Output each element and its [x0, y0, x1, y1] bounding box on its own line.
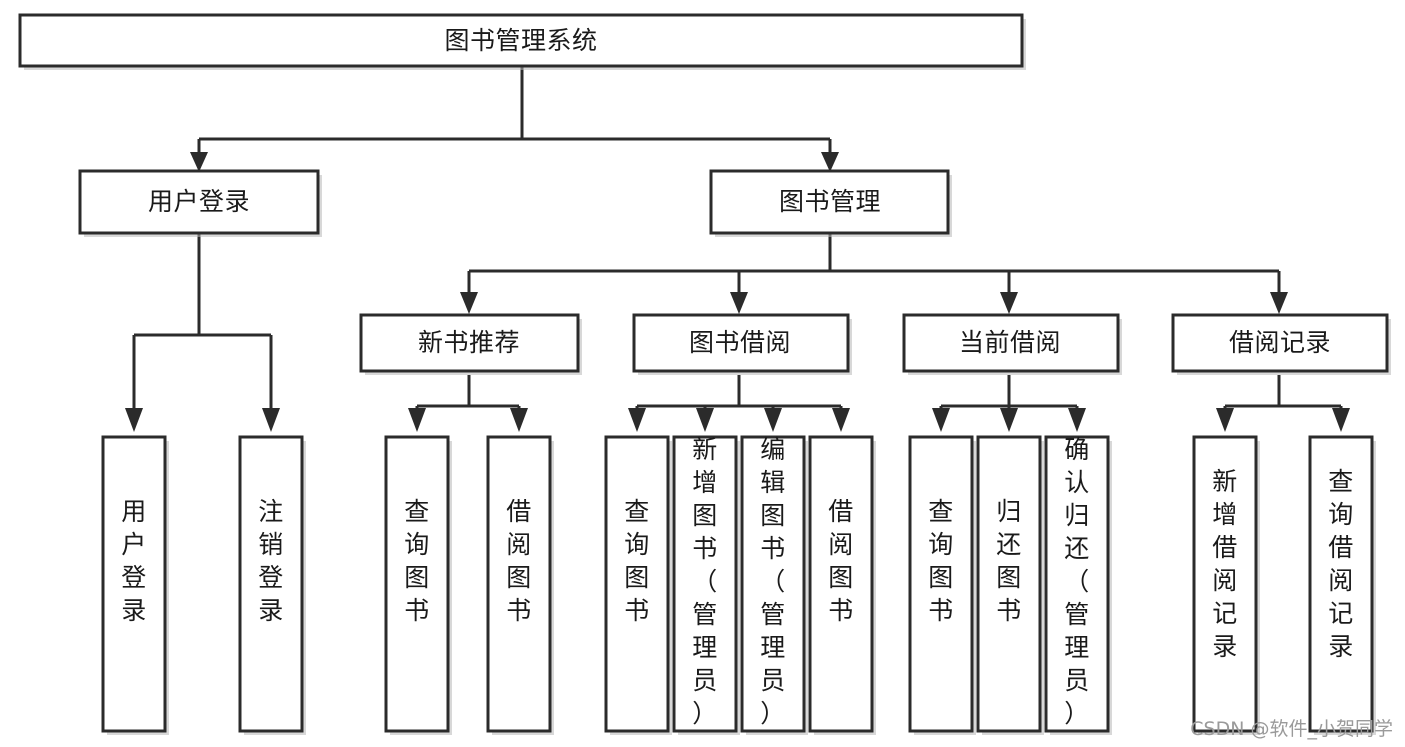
node-leaf-query-record-box[interactable]	[1308, 435, 1374, 733]
node-leaf-confirm-return[interactable]: 确认归还（管理员）	[1044, 435, 1112, 735]
node-current-borrow-box[interactable]	[902, 313, 1120, 373]
node-new-book-recommend-box[interactable]	[359, 313, 580, 373]
node-current-borrow[interactable]: 当前借阅	[902, 313, 1122, 375]
connector-group-book-borrow	[628, 375, 850, 432]
node-leaf-query-book-3[interactable]: 查询图书	[908, 435, 976, 735]
connector-group-book-mgmt	[460, 233, 1288, 314]
node-current-borrow-label: 当前借阅	[959, 328, 1061, 357]
arrow-head-leaf-borrow-book-2	[832, 408, 850, 432]
arrow-head-leaf-confirm-return	[1068, 408, 1086, 432]
node-leaf-borrow-book-1[interactable]: 借阅图书	[486, 435, 554, 735]
node-leaf-query-record[interactable]: 查询借阅记录	[1308, 435, 1376, 735]
node-leaf-confirm-return-label: 确认归还（管理员）	[1064, 435, 1090, 728]
node-leaf-logout-login-box[interactable]	[238, 435, 304, 733]
node-leaf-edit-book-label: 编辑图书（管理员）	[760, 435, 786, 728]
arrow-head-borrow-record	[1270, 292, 1288, 314]
arrow-head-leaf-query-record	[1332, 408, 1350, 432]
node-leaf-query-book-1-label: 查询图书	[404, 497, 430, 625]
node-leaf-logout-login[interactable]: 注销登录	[238, 435, 306, 735]
node-leaf-query-book-3-label: 查询图书	[928, 497, 954, 625]
node-leaf-borrow-book-1-label: 借阅图书	[506, 497, 532, 625]
node-leaf-return-book-label: 归还图书	[996, 497, 1022, 625]
arrow-head-book-mgmt	[821, 152, 839, 172]
node-user-login-box[interactable]	[78, 169, 320, 235]
csdn-watermark: CSDN @软件_小贺同学	[1190, 718, 1393, 740]
node-root-box[interactable]	[18, 13, 1024, 68]
arrow-head-leaf-query-book-3	[932, 408, 950, 432]
node-new-book-recommend-label: 新书推荐	[418, 328, 520, 357]
arrow-head-leaf-add-book	[696, 408, 714, 432]
node-book-borrow-box[interactable]	[632, 313, 850, 373]
node-leaf-add-book[interactable]: 新增图书（管理员）	[672, 435, 740, 735]
node-root[interactable]: 图书管理系统	[18, 13, 1026, 70]
node-book-management[interactable]: 图书管理	[709, 169, 952, 237]
arrow-head-new-book-recommend	[460, 292, 478, 314]
node-book-borrow[interactable]: 图书借阅	[632, 313, 852, 375]
node-leaf-edit-book-box[interactable]	[740, 435, 806, 733]
node-leaf-edit-book[interactable]: 编辑图书（管理员）	[740, 435, 808, 735]
node-leaf-borrow-book-2-box[interactable]	[808, 435, 874, 733]
node-leaf-add-record[interactable]: 新增借阅记录	[1192, 435, 1260, 735]
connector-group-root	[190, 66, 839, 172]
node-leaf-return-book-box[interactable]	[976, 435, 1042, 733]
node-leaf-add-record-label: 新增借阅记录	[1212, 467, 1238, 661]
node-leaf-borrow-book-2-label: 借阅图书	[828, 497, 854, 625]
node-leaf-query-book-3-box[interactable]	[908, 435, 974, 733]
node-leaf-user-login-label: 用户登录	[121, 497, 147, 625]
node-leaf-query-book-2-label: 查询图书	[624, 497, 650, 625]
node-leaf-query-record-label: 查询借阅记录	[1328, 467, 1354, 661]
connector-group-user-login	[125, 233, 280, 432]
node-leaf-query-book-1[interactable]: 查询图书	[384, 435, 452, 735]
node-book-management-box[interactable]	[709, 169, 950, 235]
node-leaf-return-book[interactable]: 归还图书	[976, 435, 1044, 735]
arrow-head-current-borrow	[1000, 292, 1018, 314]
node-user-login[interactable]: 用户登录	[78, 169, 322, 237]
node-leaf-logout-login-label: 注销登录	[258, 497, 284, 625]
node-leaf-borrow-book-2[interactable]: 借阅图书	[808, 435, 876, 735]
arrow-head-leaf-user-login	[125, 408, 143, 432]
arrow-head-leaf-query-book-1	[408, 408, 426, 432]
arrow-head-leaf-query-book-2	[628, 408, 646, 432]
node-borrow-record-box[interactable]	[1171, 313, 1389, 373]
node-root-label: 图书管理系统	[444, 26, 597, 55]
arrow-head-leaf-edit-book	[764, 408, 782, 432]
node-leaf-query-book-1-box[interactable]	[384, 435, 450, 733]
node-leaf-user-login[interactable]: 用户登录	[101, 435, 169, 735]
node-user-login-label: 用户登录	[148, 187, 250, 216]
node-leaf-add-book-label: 新增图书（管理员）	[692, 435, 718, 728]
node-new-book-recommend[interactable]: 新书推荐	[359, 313, 582, 375]
node-book-management-label: 图书管理	[779, 187, 881, 216]
node-borrow-record-label: 借阅记录	[1229, 328, 1331, 357]
node-leaf-borrow-book-1-box[interactable]	[486, 435, 552, 733]
arrow-head-leaf-return-book	[1000, 408, 1018, 432]
connector-group-borrow-record	[1216, 375, 1350, 432]
node-book-borrow-label: 图书借阅	[689, 328, 791, 357]
node-leaf-confirm-return-box[interactable]	[1044, 435, 1110, 733]
arrow-head-leaf-logout	[262, 408, 280, 432]
arrow-head-leaf-borrow-book-1	[510, 408, 528, 432]
connector-group-current-borrow	[932, 375, 1086, 432]
arrow-head-book-borrow	[730, 292, 748, 314]
arrow-head-user-login	[190, 152, 208, 172]
node-leaf-query-book-2[interactable]: 查询图书	[604, 435, 672, 735]
node-leaf-add-record-box[interactable]	[1192, 435, 1258, 733]
node-leaf-add-book-box[interactable]	[672, 435, 738, 733]
node-leaf-user-login-box[interactable]	[101, 435, 167, 733]
node-borrow-record[interactable]: 借阅记录	[1171, 313, 1391, 375]
connector-group-recommend	[408, 375, 528, 432]
node-leaf-query-book-2-box[interactable]	[604, 435, 670, 733]
arrow-head-leaf-add-record	[1216, 408, 1234, 432]
